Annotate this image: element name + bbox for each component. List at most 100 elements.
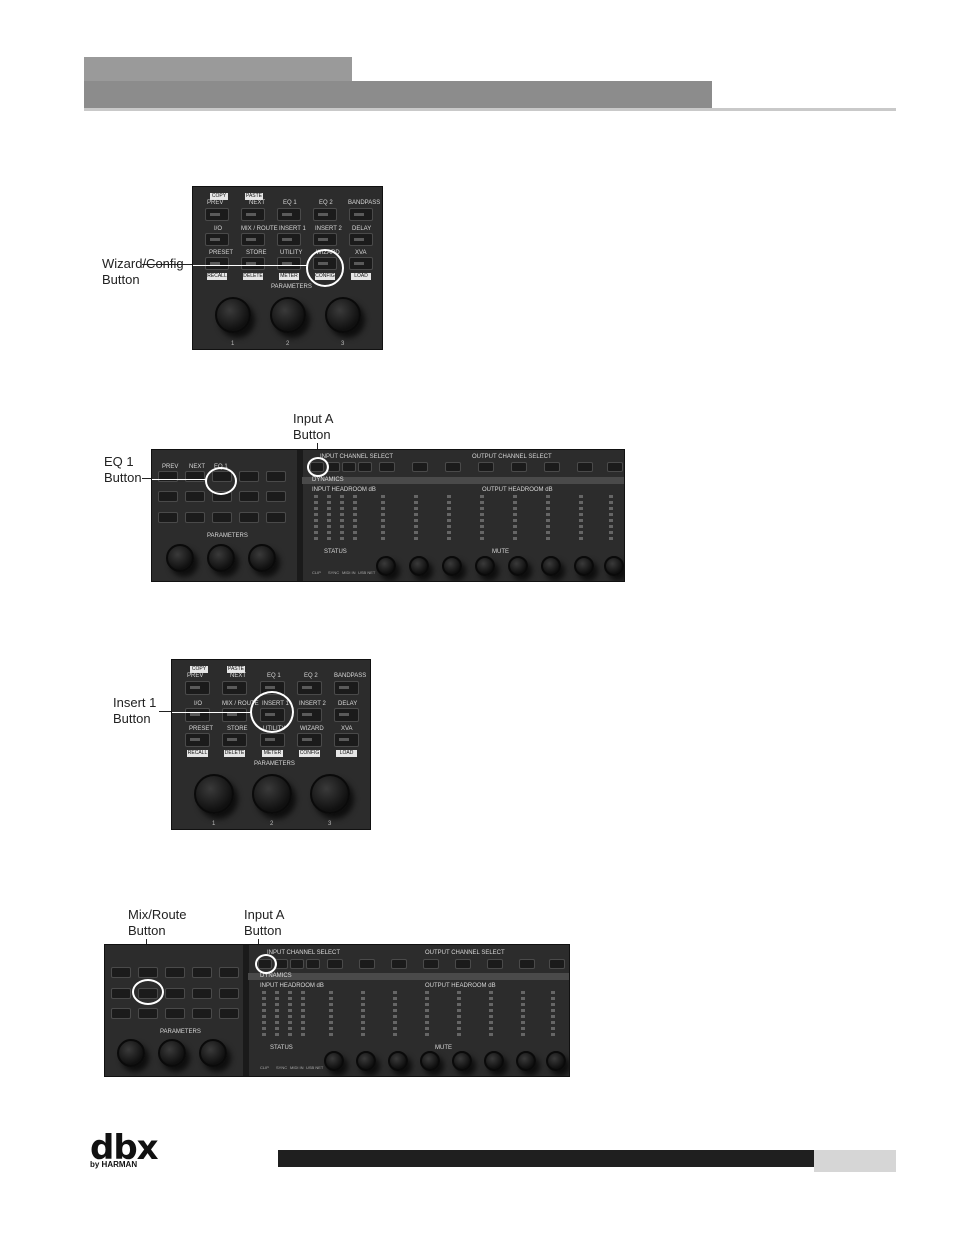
mix-route-button[interactable] [222,708,247,722]
parameter-knob-2[interactable] [252,774,292,814]
next-button[interactable] [185,471,205,482]
mute-knob-7[interactable] [516,1051,536,1071]
parameter-knob-3[interactable] [310,774,350,814]
prev-button[interactable] [111,967,131,978]
parameter-knob-1[interactable] [215,297,251,333]
bandpass-button[interactable] [266,471,286,482]
parameter-knob-3[interactable] [199,1039,227,1067]
mute-knob-1[interactable] [376,556,396,576]
bandpass-button[interactable] [349,208,373,221]
mute-knob-4[interactable] [475,556,495,576]
mute-knob-8[interactable] [546,1051,566,1071]
output-8-button[interactable] [607,462,623,472]
preset-button[interactable] [205,257,229,270]
insert2-button[interactable] [313,233,337,246]
eq1-button[interactable] [165,967,185,978]
output-3-button[interactable] [391,959,407,969]
utility-button[interactable] [165,1008,185,1019]
output-4-button[interactable] [478,462,494,472]
mute-knob-5[interactable] [508,556,528,576]
output-2-button[interactable] [359,959,375,969]
mix-route-button[interactable] [185,491,205,502]
utility-button[interactable] [277,257,301,270]
prev-button[interactable] [205,208,229,221]
utility-button[interactable] [260,733,285,747]
xva-button[interactable] [349,257,373,270]
io-button[interactable] [111,988,131,999]
xva-button[interactable] [219,1008,239,1019]
preset-button[interactable] [185,733,210,747]
next-button[interactable] [222,681,247,695]
output-3-button[interactable] [445,462,461,472]
utility-button[interactable] [212,512,232,523]
eq2-button[interactable] [313,208,337,221]
insert1-button[interactable] [277,233,301,246]
mute-knob-3[interactable] [442,556,462,576]
eq1-button[interactable] [277,208,301,221]
insert2-button[interactable] [297,708,322,722]
delay-button[interactable] [349,233,373,246]
parameter-knob-2[interactable] [158,1039,186,1067]
output-2-button[interactable] [412,462,428,472]
delay-button[interactable] [334,708,359,722]
output-8-button[interactable] [549,959,565,969]
output-1-button[interactable] [327,959,343,969]
output-5-button[interactable] [511,462,527,472]
bandpass-button[interactable] [334,681,359,695]
eq2-button[interactable] [297,681,322,695]
output-5-button[interactable] [455,959,471,969]
io-button[interactable] [185,708,210,722]
delay-button[interactable] [219,988,239,999]
insert1-button[interactable] [165,988,185,999]
mute-knob-2[interactable] [409,556,429,576]
parameter-knob-1[interactable] [194,774,234,814]
wizard-button[interactable] [297,733,322,747]
mute-knob-6[interactable] [541,556,561,576]
output-4-button[interactable] [423,959,439,969]
mute-knob-3[interactable] [388,1051,408,1071]
output-7-button[interactable] [577,462,593,472]
mix-route-button[interactable] [241,233,265,246]
output-1-button[interactable] [379,462,395,472]
bandpass-button[interactable] [219,967,239,978]
parameter-knob-3[interactable] [248,544,276,572]
insert2-button[interactable] [239,491,259,502]
prev-button[interactable] [185,681,210,695]
parameter-knob-1[interactable] [117,1039,145,1067]
input-d-button[interactable] [306,959,320,969]
input-c-button[interactable] [342,462,356,472]
store-button[interactable] [241,257,265,270]
mute-knob-7[interactable] [574,556,594,576]
eq2-button[interactable] [239,471,259,482]
mute-knob-2[interactable] [356,1051,376,1071]
store-button[interactable] [222,733,247,747]
delay-button[interactable] [266,491,286,502]
preset-button[interactable] [111,1008,131,1019]
output-6-button[interactable] [487,959,503,969]
store-button[interactable] [185,512,205,523]
mute-knob-5[interactable] [452,1051,472,1071]
wizard-button[interactable] [192,1008,212,1019]
parameter-knob-1[interactable] [166,544,194,572]
next-button[interactable] [241,208,265,221]
mute-knob-1[interactable] [324,1051,344,1071]
preset-button[interactable] [158,512,178,523]
xva-button[interactable] [266,512,286,523]
mute-knob-6[interactable] [484,1051,504,1071]
wizard-button[interactable] [239,512,259,523]
mute-knob-8[interactable] [604,556,624,576]
output-7-button[interactable] [519,959,535,969]
parameter-knob-3[interactable] [325,297,361,333]
parameter-knob-2[interactable] [270,297,306,333]
input-c-button[interactable] [290,959,304,969]
insert2-button[interactable] [192,988,212,999]
eq2-button[interactable] [192,967,212,978]
io-button[interactable] [205,233,229,246]
output-6-button[interactable] [544,462,560,472]
io-button[interactable] [158,491,178,502]
mute-knob-4[interactable] [420,1051,440,1071]
xva-button[interactable] [334,733,359,747]
store-button[interactable] [138,1008,158,1019]
input-d-button[interactable] [358,462,372,472]
next-button[interactable] [138,967,158,978]
